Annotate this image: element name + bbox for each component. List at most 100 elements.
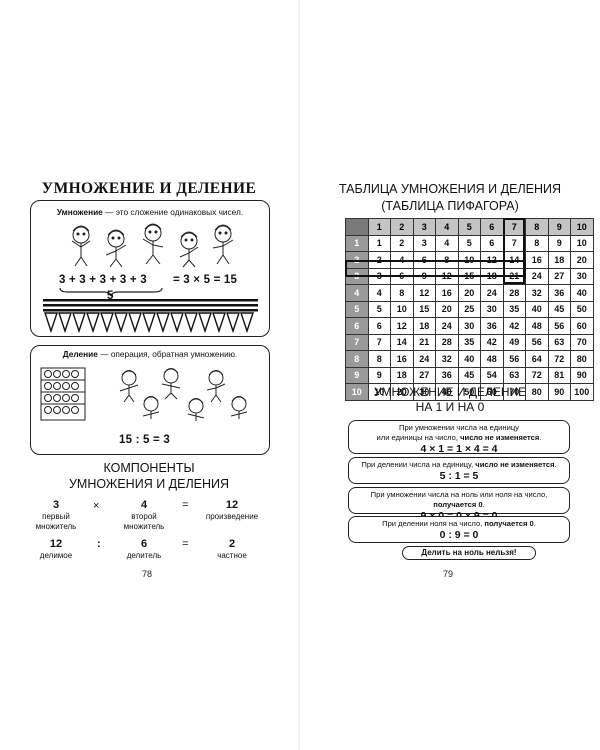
table-cell: 6 [367, 317, 391, 335]
table-cell: 6 [390, 267, 414, 285]
table-cell: 4 [367, 284, 391, 302]
triangle-row-illustration [43, 299, 258, 333]
right-page-title-line2: (ТАБЛИЦА ПИФАГОРА) [381, 199, 519, 213]
table-cell: 12 [412, 284, 436, 302]
table-cell: 4 [390, 251, 414, 269]
table-cell: 3 [367, 267, 391, 285]
table-cell: 8 [435, 251, 459, 269]
dividend: 12 делимое [30, 537, 82, 561]
table-cell: 20 [570, 251, 594, 269]
table-cell: 63 [502, 366, 526, 384]
table-cell: 21 [412, 333, 436, 351]
table-cell: 56 [525, 333, 549, 351]
table-cell: 24 [480, 284, 504, 302]
table-cell: 12 [435, 267, 459, 285]
table-header-cell: 4 [435, 218, 459, 236]
table-cell: 12 [480, 251, 504, 269]
table-cell: 36 [435, 366, 459, 384]
table-cell: 24 [412, 350, 436, 368]
multiplication-box: Умножение — это сложение одинаковых чисе… [30, 200, 270, 337]
table-cell: 4 [435, 234, 459, 252]
dividend-label: делимое [39, 551, 73, 560]
table-cell: 40 [570, 284, 594, 302]
table-cell: 6 [412, 251, 436, 269]
quotient: 2 частное [206, 537, 258, 561]
table-row-header-cell: 7 [345, 333, 369, 351]
table-cell: 15 [412, 300, 436, 318]
table-row-header-cell: 1 [345, 234, 369, 252]
table-cell: 8 [367, 350, 391, 368]
table-cell: 35 [502, 300, 526, 318]
rule1-line2: или единицы на число, число не изменяетс… [376, 433, 542, 442]
table-cell: 20 [435, 300, 459, 318]
table-cell: 30 [570, 267, 594, 285]
table-cell: 24 [435, 317, 459, 335]
addition-expression: 3 + 3 + 3 + 3 + 3 [59, 274, 147, 286]
table-cell: 12 [390, 317, 414, 335]
divisor: 6 делитель [118, 537, 170, 561]
division-sign: : [97, 538, 101, 550]
quotient-value: 2 [228, 538, 236, 550]
table-header-cell: 8 [525, 218, 549, 236]
table-cell: 18 [480, 267, 504, 285]
table-row-header-cell: 4 [345, 284, 369, 302]
table-cell: 20 [457, 284, 481, 302]
multiplication-definition-text: — это сложение одинаковых чисел. [102, 207, 244, 217]
table-row-header-cell: 2 [345, 251, 369, 269]
table-cell: 10 [390, 300, 414, 318]
rule3-line1: При умножении числа на ноль или ноля на … [370, 490, 548, 509]
table-corner-cell [345, 218, 369, 236]
division-box: Деление — операция, обратная умножению. … [30, 345, 270, 455]
page-number-right: 79 [443, 569, 454, 579]
table-cell: 9 [412, 267, 436, 285]
division-definition: Деление — операция, обратная умножению. [31, 349, 269, 359]
table-cell: 16 [435, 284, 459, 302]
rule2-line1: При делении числа на единицу, число не и… [361, 460, 557, 469]
page-gutter [298, 0, 300, 750]
right-page-title-line1: ТАБЛИЦА УМНОЖЕНИЯ И ДЕЛЕНИЯ [338, 182, 562, 196]
table-cell: 5 [367, 300, 391, 318]
table-cell: 16 [525, 251, 549, 269]
table-cell: 28 [502, 284, 526, 302]
table-cell: 90 [570, 366, 594, 384]
table-header-cell: 5 [457, 218, 481, 236]
table-cell: 56 [547, 317, 571, 335]
table-cell: 40 [525, 300, 549, 318]
table-cell: 45 [547, 300, 571, 318]
table-cell: 7 [367, 333, 391, 351]
multiplication-definition: Умножение — это сложение одинаковых чисе… [31, 207, 269, 217]
equals-sign-div: = [182, 538, 189, 550]
table-header-cell: 7 [502, 218, 526, 236]
table-cell: 42 [480, 333, 504, 351]
table-header-cell: 3 [412, 218, 436, 236]
table-cell: 24 [525, 267, 549, 285]
left-page-title: УМНОЖЕНИЕ И ДЕЛЕНИЕ [41, 180, 257, 197]
table-cell: 14 [502, 251, 526, 269]
cabinet-illustration [40, 367, 86, 421]
table-header-cell: 1 [367, 218, 391, 236]
table-cell: 9 [547, 234, 571, 252]
dividend-value: 12 [49, 538, 63, 550]
page-number-left: 78 [142, 569, 153, 579]
sub-title-line1: УМНОЖЕНИЕ И ДЕЛЕНИЕ [373, 385, 527, 399]
second-factor: 4 второй множитель [118, 498, 170, 532]
table-header-cell: 2 [390, 218, 414, 236]
brace-icon [59, 287, 163, 297]
table-cell: 6 [480, 234, 504, 252]
divisor-label: делитель [126, 551, 162, 560]
table-cell: 14 [390, 333, 414, 351]
table-row-header-cell: 3 [345, 267, 369, 285]
table-cell: 10 [457, 251, 481, 269]
table-cell: 70 [570, 333, 594, 351]
rule-box-divide-by-one: При делении числа на единицу, число не и… [348, 457, 570, 484]
table-header-cell: 9 [547, 218, 571, 236]
times-sign: × [93, 500, 100, 512]
